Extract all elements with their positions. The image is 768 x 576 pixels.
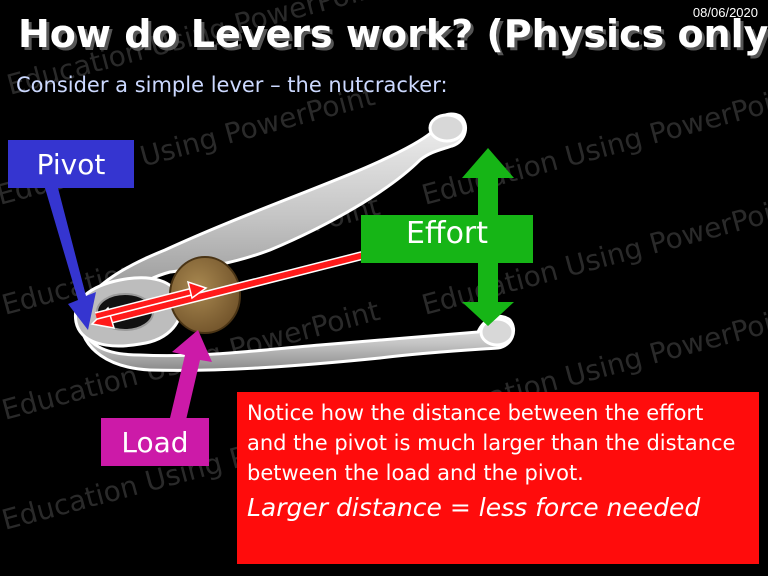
slide-title: How do Levers work? (Physics only) [18, 12, 768, 56]
load-label: Load [121, 425, 189, 459]
load-pivot-distance-arrow [95, 280, 208, 320]
slide-subtitle: Consider a simple lever – the nutcracker… [16, 73, 448, 97]
upper-handle-end [428, 113, 466, 143]
effort-label: Effort [405, 215, 489, 251]
lower-handle-end [479, 317, 515, 347]
slide-date: 08/06/2020 [692, 5, 758, 20]
pivot-label-box: Pivot [8, 140, 134, 188]
conclusion-text: Larger distance = less force needed [247, 493, 701, 522]
explanation-text: Notice how the distance between the effo… [247, 401, 736, 485]
explanation-box: Notice how the distance between the effo… [237, 392, 759, 564]
pivot-label: Pivot [36, 147, 106, 181]
pivot-pointer-arrow [45, 188, 96, 330]
load-pointer-arrow [170, 330, 212, 420]
load-label-box: Load [101, 418, 209, 466]
effort-label-box: Effort [361, 215, 533, 263]
